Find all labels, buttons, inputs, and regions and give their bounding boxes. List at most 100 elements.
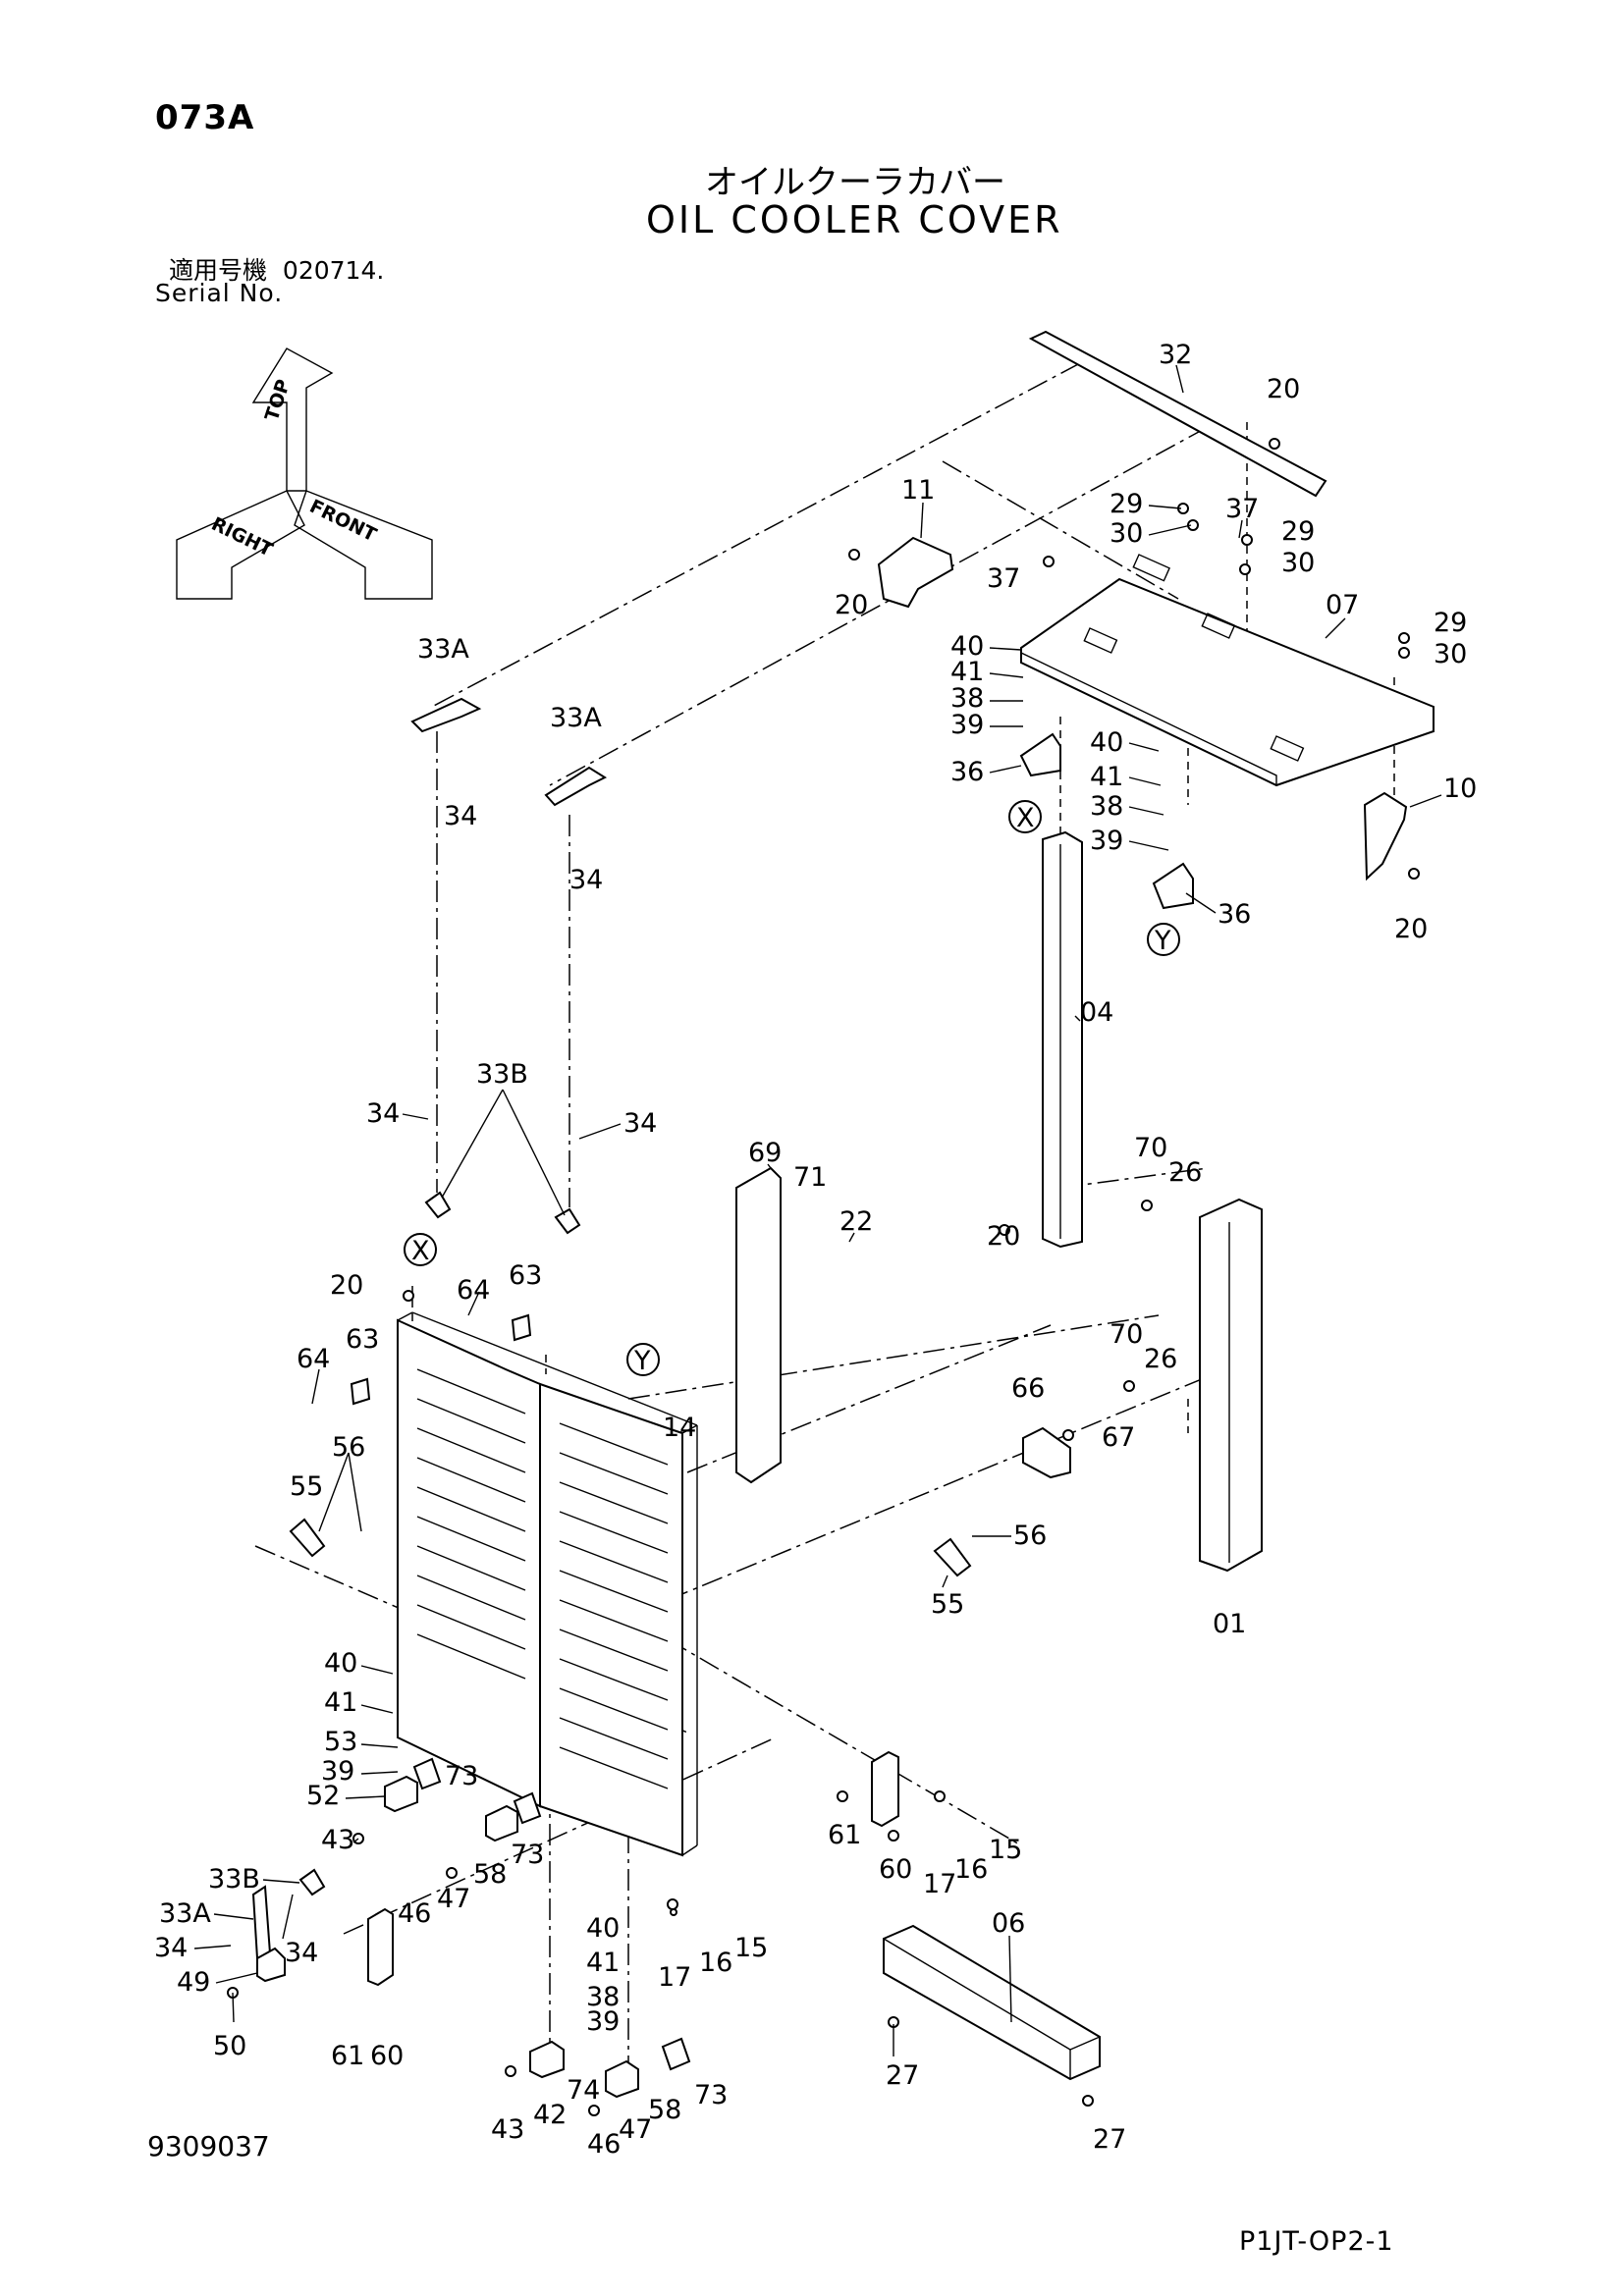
page-code: 073A [155, 98, 255, 137]
callout-label: 33A [417, 634, 469, 665]
callout-label: 67 [1102, 1422, 1135, 1453]
sheet-code: P1JT-OP2-1 [1239, 2226, 1394, 2257]
callout-label: 29 [1110, 489, 1143, 519]
callout-label: 73 [694, 2080, 728, 2110]
callout-label: 26 [1144, 1344, 1177, 1374]
callout-label: 22 [839, 1206, 873, 1237]
callout-label: 38 [950, 683, 984, 714]
serial-label-jp-text: 適用号機 [169, 256, 268, 285]
part-01-right-frame [1199, 1198, 1263, 1573]
callout-label: 41 [586, 1948, 620, 1978]
callout-label: 20 [1394, 914, 1428, 944]
part-42-bracket [529, 2040, 565, 2079]
callout-label: 42 [533, 2100, 567, 2130]
callout-label: 39 [321, 1756, 354, 1787]
orientation-top-label: TOP [261, 377, 295, 424]
part-33b-hinge [424, 1191, 452, 1219]
callout-label: 40 [324, 1648, 357, 1679]
callout-label: 30 [1110, 518, 1143, 549]
part-14-louver-doors [397, 1311, 698, 1857]
callout-label: 38 [1090, 791, 1123, 822]
callout-label: 53 [324, 1727, 357, 1757]
page-title: OIL COOLER COVER [646, 198, 1063, 241]
callout-label: 43 [321, 1825, 354, 1855]
callout-label: 49 [177, 1967, 210, 1998]
callout-label: 36 [1218, 899, 1251, 930]
callout-label: 43 [491, 2114, 524, 2145]
callout-label: 06 [992, 1908, 1025, 1939]
callout-label: 20 [1267, 374, 1300, 404]
part-33a-hinge [410, 697, 482, 733]
callout-label: 38 [586, 1982, 620, 2012]
marker-y: Y [633, 1346, 651, 1376]
part-36-bracket [1152, 862, 1194, 910]
part-60-plate [871, 1750, 899, 1828]
callout-label: 39 [586, 2006, 620, 2037]
serial-value: 020714. [282, 256, 385, 285]
orientation-indicator: TOP RIGHT FRONT [176, 347, 433, 600]
callout-label: 17 [658, 1962, 691, 1993]
callout-label: 73 [445, 1761, 478, 1791]
callout-label: 34 [623, 1108, 657, 1139]
serial-label: Serial No. [155, 279, 284, 307]
callout-label: 34 [285, 1938, 318, 1968]
part-33b-hinge [298, 1868, 326, 1896]
callout-label: 70 [1134, 1133, 1167, 1163]
callout-label: 37 [987, 563, 1020, 594]
callout-label: 63 [346, 1324, 379, 1355]
callout-label: 34 [444, 801, 477, 831]
part-63-pad [350, 1377, 371, 1406]
callout-label: 29 [1281, 516, 1315, 547]
callout-label: 60 [370, 2041, 404, 2071]
callout-label: 40 [586, 1913, 620, 1944]
callout-label: 17 [923, 1869, 956, 1899]
callout-label: 04 [1080, 997, 1113, 1028]
callout-label: 56 [1013, 1521, 1047, 1551]
callout-label: 20 [987, 1221, 1020, 1252]
page-title-japanese: オイルクーラカバー [705, 163, 1005, 202]
callout-label: 26 [1168, 1157, 1202, 1188]
callout-label: 40 [1090, 727, 1123, 758]
leader-lines [193, 364, 1442, 2056]
callout-label: 55 [931, 1589, 964, 1620]
fasteners [227, 438, 1420, 2116]
callout-label: 63 [509, 1260, 542, 1291]
callout-label: 16 [699, 1948, 732, 1978]
callout-label: 33B [208, 1864, 260, 1895]
callouts: 32 20 11 29 30 37 29 30 20 37 07 29 30 4… [154, 340, 1477, 2160]
part-33a-hinge [251, 1885, 272, 1960]
callout-label: 20 [330, 1270, 363, 1301]
marker-x: X [1016, 803, 1035, 833]
callout-label: 47 [437, 1884, 470, 1914]
callout-label: 60 [879, 1854, 912, 1885]
callout-label: 39 [950, 710, 984, 740]
louver-slats [416, 1368, 669, 1789]
callout-label: 10 [1443, 774, 1477, 804]
callout-label: 30 [1434, 639, 1467, 669]
callout-label: 11 [901, 475, 935, 506]
callout-label: 61 [828, 1820, 861, 1850]
part-60-plate [367, 1907, 394, 1987]
serial-label-japanese: 適用号機 020714. [169, 251, 384, 287]
callout-label: 36 [950, 757, 984, 787]
callout-label: 15 [734, 1933, 768, 1963]
callout-label: 07 [1326, 590, 1359, 620]
part-73-plate [513, 1791, 542, 1825]
drawing-number: 9309037 [147, 2130, 270, 2163]
callout-label: 58 [473, 1859, 507, 1890]
callout-label: 29 [1434, 608, 1467, 638]
callout-label: 34 [154, 1933, 188, 1963]
callout-label: 55 [290, 1471, 323, 1502]
callout-label: 37 [1225, 494, 1259, 524]
callout-label: 15 [989, 1835, 1022, 1865]
marker-x: X [411, 1236, 430, 1266]
callout-label: 64 [457, 1275, 490, 1306]
callout-label: 46 [587, 2129, 621, 2160]
callout-label: 61 [331, 2041, 364, 2071]
part-55-latch [933, 1537, 972, 1577]
part-32-bracket [1028, 330, 1327, 498]
callout-label: 46 [398, 1898, 431, 1929]
marker-y: Y [1154, 926, 1171, 956]
callout-label: 32 [1159, 340, 1192, 370]
